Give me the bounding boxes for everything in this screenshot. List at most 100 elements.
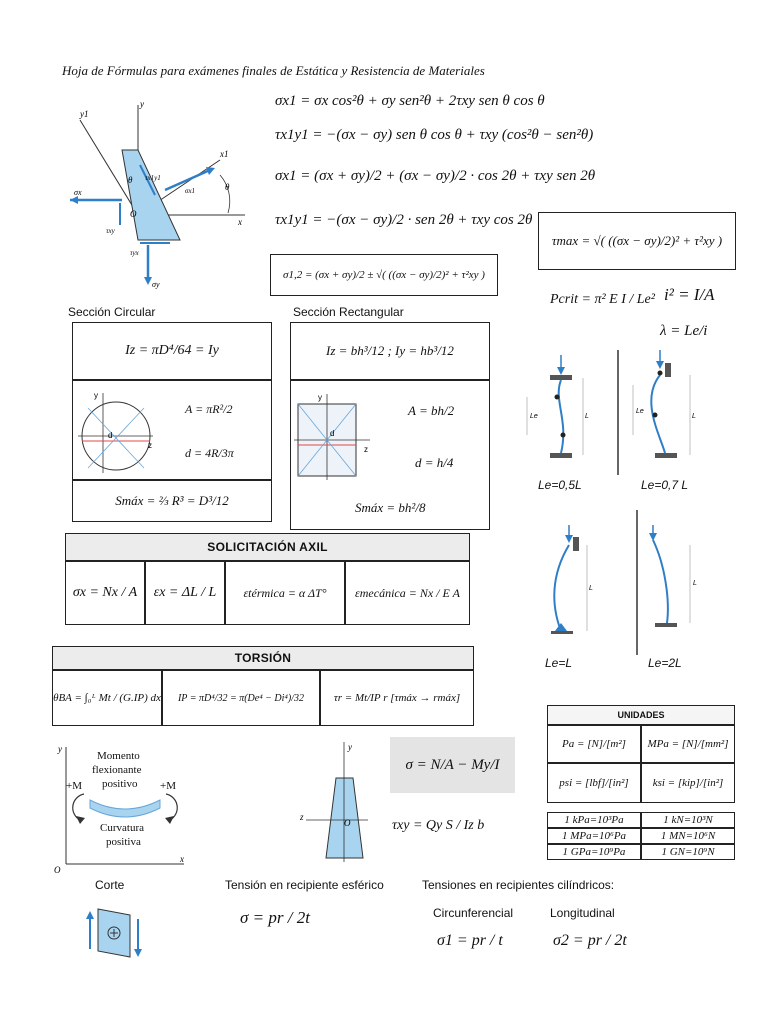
circ-axis-y-label: y: [94, 391, 98, 400]
sigma-y-label: σy: [152, 280, 160, 289]
corte-label: Corte: [95, 878, 125, 892]
conv-cell-mpa: 1 MPa=10⁶Pa: [547, 828, 641, 844]
conv-gpa: 1 GPa=10⁹Pa: [562, 846, 626, 858]
eq-bending-sigma: σ = N/A − My/I: [405, 756, 500, 773]
sigma-x-label: σx: [74, 188, 82, 197]
conv-cell-kn: 1 kN=10³N: [641, 812, 735, 828]
tau-xy-label: τxy: [106, 227, 116, 235]
eq-sigma-x1: σx1 = σx cos²θ + σy sen²θ + 2τxy sen θ c…: [275, 93, 545, 109]
eq-pcrit: Pcrit = π² E I / Le²: [550, 292, 655, 307]
circ-axis-d-label: d: [108, 431, 112, 440]
axial-eps-cell: εx = ΔL / L: [145, 561, 225, 625]
axis-y-label: y: [139, 99, 144, 109]
stress-element-diagram: y y1 x x1 θ θ O σx σy σx1 τx1y1 τxy τyx: [70, 99, 245, 289]
conv-cell-gn: 1 GN=10⁹N: [641, 844, 735, 860]
origin-label: O: [130, 209, 137, 219]
tau-x1y1-label: τx1y1: [145, 174, 161, 182]
eq-axial-sigma: σx = Nx / A: [72, 585, 138, 600]
units-psi: psi = [lbf]/[in²]: [559, 777, 629, 789]
eq-sigma-x1-double-angle: σx1 = (σx + σy)/2 + (σx − σy)/2 · cos 2θ…: [275, 168, 596, 184]
eq-sigma-12: σ1,2 = (σx + σy)/2 ± √( ((σx − σy)/2)² +…: [283, 269, 485, 281]
units-cell-psi: psi = [lbf]/[in²]: [547, 763, 641, 803]
conv-mpa: 1 MPa=10⁶Pa: [561, 830, 627, 842]
eq-sigma2: σ2 = pr / 2t: [553, 932, 627, 949]
eq-torsion-ip: IP = πD⁴/32 = π(De⁴ − Di⁴)/32: [177, 692, 305, 704]
axial-sigma-cell: σx = Nx / A: [65, 561, 145, 625]
principal-stress-box: σ1,2 = (σx + σy)/2 ± √( ((σx − σy)/2)² +…: [270, 254, 498, 296]
bending-diagram: y x O: [54, 744, 184, 875]
shear-element-icon: [86, 908, 142, 958]
spherical-title: Tensión en recipiente esférico: [225, 878, 384, 892]
axis-y1-label: y1: [79, 109, 89, 119]
eq-sigma1: σ1 = pr / t: [437, 932, 503, 949]
circular-figure-cell: [72, 380, 272, 480]
eq-axial-eps: εx = ΔL / L: [153, 585, 217, 600]
units-mpa: MPa = [N]/[mm²]: [647, 738, 729, 750]
bend-plus-m-right: +M: [160, 780, 176, 792]
conv-cell-mn: 1 MN=10⁶N: [641, 828, 735, 844]
eq-torsion-theta: θBA = ∫₀ᴸ Mt / (G.IP) dx: [53, 692, 161, 704]
rect-axis-y-label: y: [318, 393, 322, 402]
buckle-len-label-1: L: [585, 413, 589, 420]
rect-axis-d-label: d: [330, 429, 334, 438]
eq-rect-area: A = bh/2: [408, 403, 455, 418]
eq-circular-d: d = 4R/3π: [185, 446, 234, 460]
buckling-case-2: Le=0,7 L: [641, 478, 689, 492]
longitudinal-label: Longitudinal: [550, 906, 615, 920]
eq-tau-double-angle: τx1y1 = −(σx − σy)/2 · sen 2θ + τxy cos …: [275, 212, 533, 228]
cylindrical-title: Tensiones en recipientes cilíndricos:: [422, 878, 615, 892]
circular-inertia-cell: Iz = πD⁴/64 = Iy: [72, 322, 272, 380]
conv-kpa: 1 kPa=10³Pa: [564, 814, 624, 826]
bend-origin: O: [54, 865, 61, 875]
units-pa: Pa = [N]/[m²]: [562, 738, 626, 750]
bend-plus-m-left: +M: [66, 780, 82, 792]
bend-curv-label: Curvatura: [100, 822, 144, 834]
axis-x1-label: x1: [219, 149, 229, 159]
bend-positive-label: positivo: [102, 778, 138, 790]
buckling-case-3: Le=L: [545, 656, 573, 670]
trap-axis-z: z: [299, 812, 304, 822]
eq-rect-d: d = h/4: [415, 455, 454, 470]
conv-mn: 1 MN=10⁶N: [660, 830, 716, 842]
eq-tau-x1y1: τx1y1 = −(σx − σy) sen θ cos θ + τxy (co…: [275, 127, 594, 143]
torsion-header: TORSIÓN: [52, 646, 474, 670]
trapezoid-section: y z O: [299, 742, 368, 862]
page-title: Hoja de Fórmulas para exámenes finales d…: [62, 63, 485, 78]
trap-origin: O: [344, 818, 351, 828]
eq-spherical: σ = pr / 2t: [240, 908, 310, 927]
eq-circular-inertia: Iz = πD⁴/64 = Iy: [125, 343, 219, 358]
bend-axis-x: x: [179, 854, 184, 864]
rect-section-figure: y z d: [294, 393, 370, 480]
eq-axial-eps-thermal: εtérmica = α ΔT°: [243, 585, 327, 600]
conv-kn: 1 kN=10³N: [663, 814, 713, 826]
eq-circular-smax: Smáx = ⅔ R³ = D³/12: [115, 493, 229, 508]
conv-gn: 1 GN=10⁹N: [661, 846, 715, 858]
eq-circular-area: A = πR²/2: [185, 402, 233, 416]
units-header: UNIDADES: [547, 705, 735, 725]
bend-axis-y: y: [57, 744, 62, 754]
tau-max-box: τmax = √( ((σx − σy)/2)² + τ²xy ): [538, 212, 736, 270]
bend-flex-label: flexionante: [92, 764, 142, 776]
circumferential-label: Circunferencial: [433, 906, 514, 920]
torsion-ip-cell: IP = πD⁴/32 = π(De⁴ − Di⁴)/32: [162, 670, 320, 726]
axis-x-label: x: [237, 217, 242, 227]
rect-inertia-cell: Iz = bh³/12 ; Iy = hb³/12: [290, 322, 490, 380]
axial-header: SOLICITACIÓN AXIL: [65, 533, 470, 561]
sigma-x1-label: σx1: [185, 187, 195, 195]
conv-cell-kpa: 1 kPa=10³Pa: [547, 812, 641, 828]
eq-gyration-radius: i² = I/A: [664, 285, 715, 304]
theta-label-2: θ: [225, 182, 230, 192]
tau-yx-label: τyx: [130, 249, 140, 257]
circular-smax-cell: Smáx = ⅔ R³ = D³/12: [72, 480, 272, 522]
buckle-len-label-2: L: [692, 413, 696, 420]
axial-eps-thermal-cell: εtérmica = α ΔT°: [225, 561, 345, 625]
torsion-theta-cell: θBA = ∫₀ᴸ Mt / (G.IP) dx: [52, 670, 162, 726]
buckle-len-label-3: L: [589, 585, 593, 592]
eq-shear-tau: τxy = Qy S / Iz b: [392, 818, 485, 833]
eq-rect-inertia: Iz = bh³/12 ; Iy = hb³/12: [326, 343, 454, 358]
units-cell-mpa: MPa = [N]/[mm²]: [641, 725, 735, 763]
torsion-tau-cell: τr = Mt/IP r [τmáx → rmáx]: [320, 670, 474, 726]
rect-figure-cell: [290, 380, 490, 530]
units-ksi: ksi = [kip]/[in²]: [652, 777, 724, 789]
rect-axis-z-label: z: [364, 445, 368, 454]
